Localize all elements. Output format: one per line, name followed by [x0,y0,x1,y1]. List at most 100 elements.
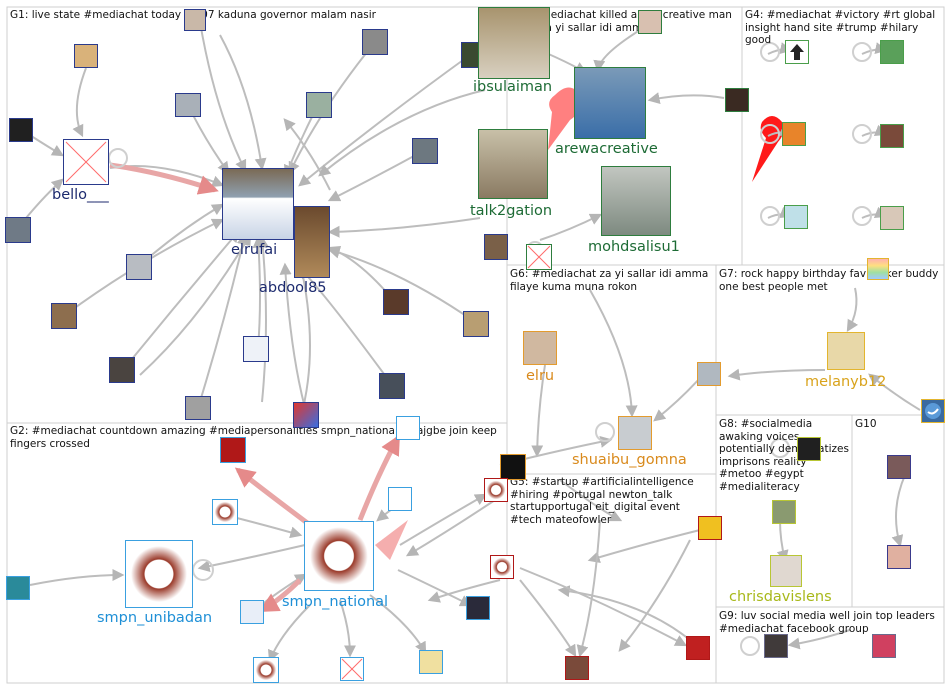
g4-header: G4: #mediachat #victory #rt global insig… [745,9,936,46]
g8-avatar-2[interactable] [772,500,796,524]
g5-avatar-1[interactable] [484,478,508,502]
arewacreative-avatar[interactable] [574,67,646,139]
node-label-shuaibu-gomna: shuaibu_gomna [572,452,687,468]
shuaibu-gomna-avatar[interactable] [618,416,652,450]
node-label-smpn-unibadan: smpn_unibadan [97,610,213,626]
g3-broken-avatar[interactable] [526,244,552,270]
elrufai-avatar[interactable] [222,168,294,240]
g1-header: G1: live state #mediachat today 23 07 ka… [10,9,376,21]
broken-image-icon [527,245,551,269]
talk2gation-avatar[interactable] [478,129,548,199]
g9-avatar-1[interactable] [764,634,788,658]
node-label-bello: bello___ [52,187,109,203]
g1-avatar-5[interactable] [175,93,201,117]
smpn-unibadan-avatar[interactable] [125,540,193,608]
bbc-news-avatar[interactable] [220,437,246,463]
g2-avatar-4[interactable] [240,600,264,624]
g2-avatar-7[interactable] [466,596,490,620]
g1-avatar-10[interactable] [243,336,269,362]
twitter-avatar[interactable] [921,399,945,423]
g3-avatar-2[interactable] [725,88,749,112]
g1-avatar-17[interactable] [463,311,489,337]
g9-frame [715,606,945,684]
g9-avatar-2[interactable] [872,634,896,658]
g1-avatar-19[interactable] [293,402,319,428]
node-label-smpn-national: smpn_national [282,594,389,610]
g2-avatar-6[interactable] [419,650,443,674]
g1-avatar-12[interactable] [306,92,332,118]
g2-red-edges [234,434,401,613]
g1-avatar-1[interactable] [184,9,206,31]
g3-avatar-1[interactable] [638,10,662,34]
node-label-chrisdavislens: chrisdavislens [729,589,832,605]
elru-avatar[interactable] [523,331,557,365]
g1-edges [17,21,486,421]
broken-image-icon [341,658,363,680]
g4-avatar-1[interactable] [785,40,809,64]
g1-avatar-8[interactable] [109,357,135,383]
tv-avatar[interactable] [388,487,412,511]
g4-avatar-4[interactable] [880,124,904,148]
g1-avatar-2[interactable] [74,44,98,68]
g1-avatar-4[interactable] [5,217,31,243]
node-label-mohdsalisu1: mohdsalisu1 [588,239,680,255]
g2-avatar-5[interactable] [253,657,279,683]
g2-avatar-1[interactable] [6,576,30,600]
smpn-national-avatar[interactable] [304,521,374,591]
g6-header: G6: #mediachat za yi sallar idi amma fil… [510,268,709,293]
g5-avatar-2[interactable] [490,555,514,579]
g6-avatar-2[interactable] [500,454,526,480]
chrisdavislens-avatar[interactable] [770,555,802,587]
g10-header: G10 [855,418,877,430]
mohdsalisu1-avatar[interactable] [601,166,671,236]
g2-header: G2: #mediachat countdown amazing #mediap… [10,425,497,450]
node-label-elru: elru [526,368,555,384]
node-label-abdool85: abdool85 [259,280,327,296]
g10-frame [851,414,945,608]
g10-avatar-1[interactable] [887,455,911,479]
g2-broken-avatar[interactable] [340,657,364,681]
g5-edges [405,479,701,658]
g7-avatar-1[interactable] [867,258,889,280]
arrow-logo-icon [790,44,804,60]
g6-avatar-1[interactable] [697,362,721,386]
melanyb12-avatar[interactable] [827,332,865,370]
g2-avatar-3[interactable] [212,499,238,525]
g5-avatar-4[interactable] [686,636,710,660]
ad-avatar[interactable] [396,416,420,440]
g4-avatar-2[interactable] [880,40,904,64]
g9-header: G9: luv social media well join top leade… [719,610,935,635]
g5-avatar-5[interactable] [565,656,589,680]
g1-avatar-15[interactable] [484,234,508,260]
twitter-bird-icon [925,403,941,419]
g7-header: G7: rock happy birthday fav rocker buddy… [719,268,939,293]
g8-avatar-1[interactable] [797,437,821,461]
g1-avatar-7[interactable] [51,303,77,329]
node-label-ibsulaiman: ibsulaiman [473,79,553,95]
g10-avatar-2[interactable] [887,545,911,569]
g1-avatar-3[interactable] [9,118,33,142]
g2-red-triangle [375,520,408,560]
g1-avatar-6[interactable] [126,254,152,280]
group-frames [6,6,945,684]
g1-avatar-18[interactable] [379,373,405,399]
ibsulaiman-avatar[interactable] [478,7,550,79]
g3-red-marker [548,87,582,150]
g2-edges [29,493,488,663]
g1-avatar-11[interactable] [362,29,388,55]
abdool85-avatar[interactable] [294,206,330,278]
broken-image-icon [65,141,107,183]
g5-avatar-3[interactable] [698,516,722,540]
bello-avatar[interactable] [63,139,109,185]
g4-avatar-5[interactable] [784,205,808,229]
g8-header: G8: #socialmedia awaking voices potentia… [719,418,849,493]
g1-avatar-9[interactable] [185,396,211,420]
g4-avatar-6[interactable] [880,206,904,230]
g6-g7-edges [499,287,921,650]
node-label-melanyb12: melanyb12 [805,374,887,390]
g1-avatar-14[interactable] [412,138,438,164]
node-label-elrufai: elrufai [231,242,278,258]
g4-avatar-3[interactable] [782,122,806,146]
g1-avatar-16[interactable] [383,289,409,315]
